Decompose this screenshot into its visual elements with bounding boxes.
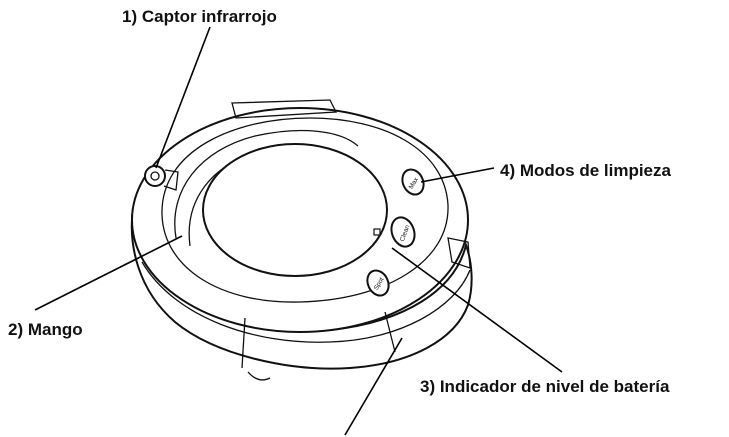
leader-line-modes	[420, 167, 495, 183]
sensor-bracket	[163, 169, 179, 191]
sensor-lens	[150, 171, 160, 181]
spot-button[interactable]: Spot	[363, 267, 392, 299]
label-infrared-sensor: 1) Captor infrarrojo	[122, 7, 277, 26]
center-lid	[202, 143, 388, 277]
side-vent	[447, 237, 471, 269]
max-button[interactable]: Max	[398, 166, 427, 198]
label-handle: 2) Mango	[8, 320, 83, 339]
leader-line-bumper	[344, 337, 403, 436]
leader-line-handle	[34, 235, 183, 311]
rear-notch	[231, 99, 338, 119]
leader-line-sensor	[155, 26, 211, 169]
label-battery-indicator: 3) Indicador de nivel de batería	[420, 377, 670, 396]
bottom-wheel	[247, 371, 271, 381]
bumper-seam	[241, 317, 246, 369]
infrared-sensor	[144, 165, 179, 191]
bumper-line	[141, 261, 471, 343]
leader-line-battery	[391, 247, 563, 373]
inner-ring	[161, 117, 449, 303]
label-cleaning-modes: 4) Modos de limpieza	[500, 161, 672, 180]
handle-arc-outer	[174, 129, 359, 239]
robot-vacuum-body	[130, 99, 473, 381]
sensor-outer-ring	[144, 165, 166, 187]
bumper-seam-right	[384, 311, 396, 353]
clean-button[interactable]: Clean	[388, 214, 419, 250]
battery-indicator-light	[373, 228, 381, 236]
